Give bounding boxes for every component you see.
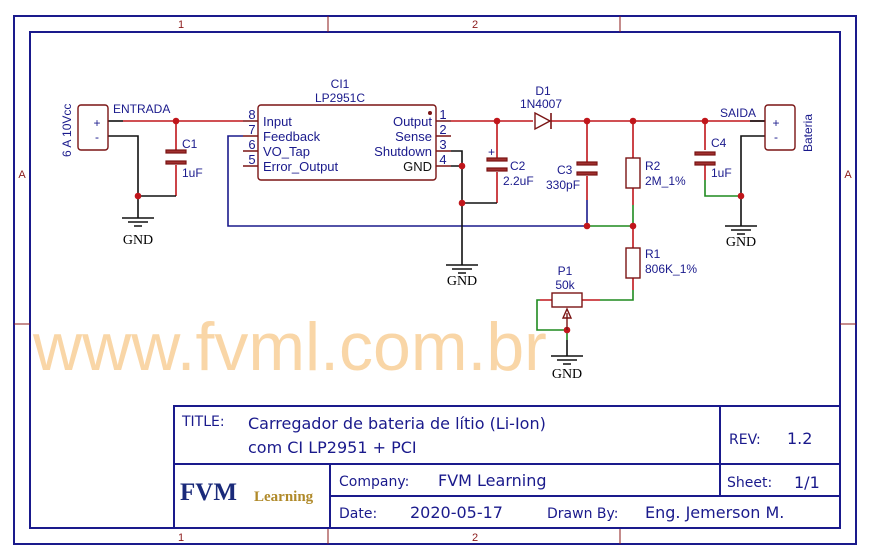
capacitor-c4: C4 1uF	[694, 136, 732, 180]
p1-value: 50k	[555, 278, 575, 292]
wires	[108, 120, 765, 356]
pin-name: Sense	[395, 129, 432, 144]
ground-symbols: GND GND GND GND	[122, 217, 757, 382]
gnd-label: GND	[123, 233, 153, 248]
pin-num: 1	[439, 107, 446, 122]
title-block: TITLE: Carregador de bateria de lítio (L…	[173, 405, 841, 529]
output-connector: + - SAIDA Bateria	[720, 104, 815, 152]
drawn-by-label: Drawn By:	[547, 506, 618, 522]
r1-ref: R1	[645, 247, 661, 261]
pin-name: Error_Output	[263, 159, 339, 174]
input-spec-label: 6 A 10Vcc	[60, 104, 74, 157]
title-line-2: com CI LP2951 + PCI	[248, 438, 417, 457]
pin-name: VO_Tap	[263, 144, 310, 159]
bateria-label: Bateria	[801, 114, 815, 152]
gnd-label: GND	[447, 274, 477, 289]
capacitor-c1: C1 1uF	[165, 137, 203, 180]
pin-num: 2	[439, 122, 446, 137]
p1-ref: P1	[558, 264, 573, 278]
drawn-by-value: Eng. Jemerson M.	[645, 503, 784, 522]
gnd-label: GND	[552, 367, 582, 382]
sheet-label: Sheet:	[727, 475, 772, 491]
ground-icon: GND	[446, 264, 478, 289]
r2-ref: R2	[645, 159, 661, 173]
ic-part: LP2951C	[315, 91, 365, 105]
plus-sign: +	[772, 116, 779, 130]
diode-d1: D1 1N4007	[520, 84, 562, 131]
c2-polarity: +	[488, 145, 495, 159]
capacitor-c2: + C2 2.2uF	[486, 145, 534, 188]
r1-value: 806K_1%	[645, 262, 697, 276]
ground-icon: GND	[551, 355, 583, 382]
zone-right-a: A	[844, 169, 852, 181]
d1-value: 1N4007	[520, 97, 562, 111]
rev-label: REV:	[729, 432, 761, 448]
ic-ref: CI1	[331, 77, 350, 91]
c3-value: 330pF	[546, 178, 580, 192]
entrada-label: ENTRADA	[113, 102, 170, 116]
zone-bottom-1: 1	[178, 532, 184, 544]
zone-top-2: 2	[472, 19, 478, 31]
saida-label: SAIDA	[720, 106, 756, 120]
input-connector: + - ENTRADA 6 A 10Vcc	[60, 102, 170, 157]
logo-learning: Learning	[254, 489, 314, 505]
pin-name: Feedback	[263, 129, 321, 144]
r2-value: 2M_1%	[645, 174, 686, 188]
rev-value: 1.2	[787, 429, 812, 448]
c4-ref: C4	[711, 136, 727, 150]
company-value: FVM Learning	[438, 471, 547, 490]
resistor-r1: R1 806K_1%	[625, 247, 697, 279]
junctions	[134, 117, 745, 334]
c4-value: 1uF	[711, 166, 732, 180]
title-label: TITLE:	[181, 414, 225, 430]
zone-top-1: 1	[178, 19, 184, 31]
zone-bottom-2: 2	[472, 532, 478, 544]
pin-name: Input	[263, 114, 292, 129]
capacitor-c3: C3 330pF	[546, 161, 598, 192]
pin-num: 5	[248, 152, 255, 167]
d1-ref: D1	[535, 84, 551, 98]
pin-name: Shutdown	[374, 144, 432, 159]
sheet-value: 1/1	[794, 473, 820, 492]
c2-ref: C2	[510, 159, 526, 173]
c1-ref: C1	[182, 137, 198, 151]
logo-fvm: FVM	[180, 479, 237, 506]
zone-left-a: A	[18, 169, 26, 181]
pin-num: 7	[248, 122, 255, 137]
plus-sign: +	[93, 116, 100, 130]
pin-name: Output	[393, 114, 432, 129]
gnd-label: GND	[726, 235, 756, 250]
c3-ref: C3	[557, 163, 573, 177]
pin-num: 8	[248, 107, 255, 122]
c2-value: 2.2uF	[503, 174, 534, 188]
ground-icon: GND	[725, 225, 757, 250]
date-value: 2020-05-17	[410, 503, 503, 522]
resistor-r2: R2 2M_1%	[625, 157, 686, 189]
title-line-1: Carregador de bateria de lítio (Li-Ion)	[248, 414, 546, 433]
ic-lp2951: CI1 LP2951C 8 7 6 5 Input Feedback VO_Ta…	[243, 77, 451, 181]
c1-value: 1uF	[182, 166, 203, 180]
company-label: Company:	[339, 474, 409, 490]
watermark: www.fvml.com.br	[32, 309, 547, 385]
pin-num: 6	[248, 137, 255, 152]
pin-num: 3	[439, 137, 446, 152]
date-label: Date:	[339, 506, 377, 522]
potentiometer-p1: P1 50k	[551, 264, 583, 330]
ground-icon: GND	[122, 217, 154, 248]
minus-sign: -	[774, 130, 778, 144]
pin-name: GND	[403, 159, 432, 174]
pin-num: 4	[439, 152, 446, 167]
minus-sign: -	[95, 130, 99, 144]
